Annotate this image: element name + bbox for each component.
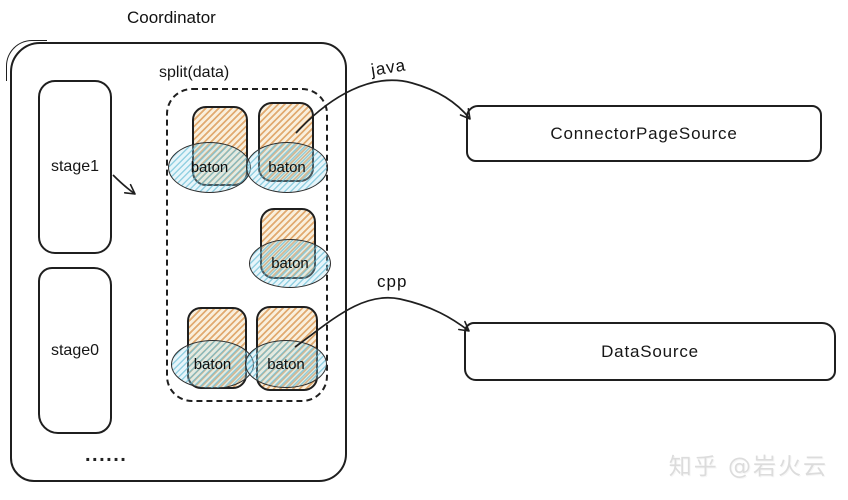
stage0-box: stage0 [38,267,112,434]
baton-label: baton [267,355,305,373]
baton-ellipse: baton [245,340,327,388]
coordinator-box [6,40,347,482]
baton-label: baton [268,159,306,176]
more-stages-ellipsis: ...... [85,444,128,466]
data-source-box: DataSource [464,322,836,381]
split-data-label: split(data) [159,64,230,81]
stage1-label: stage1 [50,158,100,175]
java-edge-label: java [369,55,408,80]
data-source-label: DataSource [601,341,699,361]
stage1-box: stage1 [38,80,112,254]
cpp-edge-label: cpp [377,272,408,291]
connector-page-source-box: ConnectorPageSource [466,105,822,162]
stage0-label: stage0 [50,341,100,359]
baton-label: baton [193,356,232,373]
baton-ellipse: baton [246,142,328,193]
baton-ellipse: baton [168,142,251,193]
connector-page-source-label: ConnectorPageSource [550,123,738,143]
page-title: Coordinator [127,8,216,27]
baton-label: baton [190,159,229,176]
split-group-box [166,88,328,402]
baton-ellipse: baton [171,340,254,389]
zhihu-watermark: 知乎 @岩火云 [668,454,828,480]
baton-label: baton [271,255,309,272]
baton-ellipse: baton [249,239,331,288]
